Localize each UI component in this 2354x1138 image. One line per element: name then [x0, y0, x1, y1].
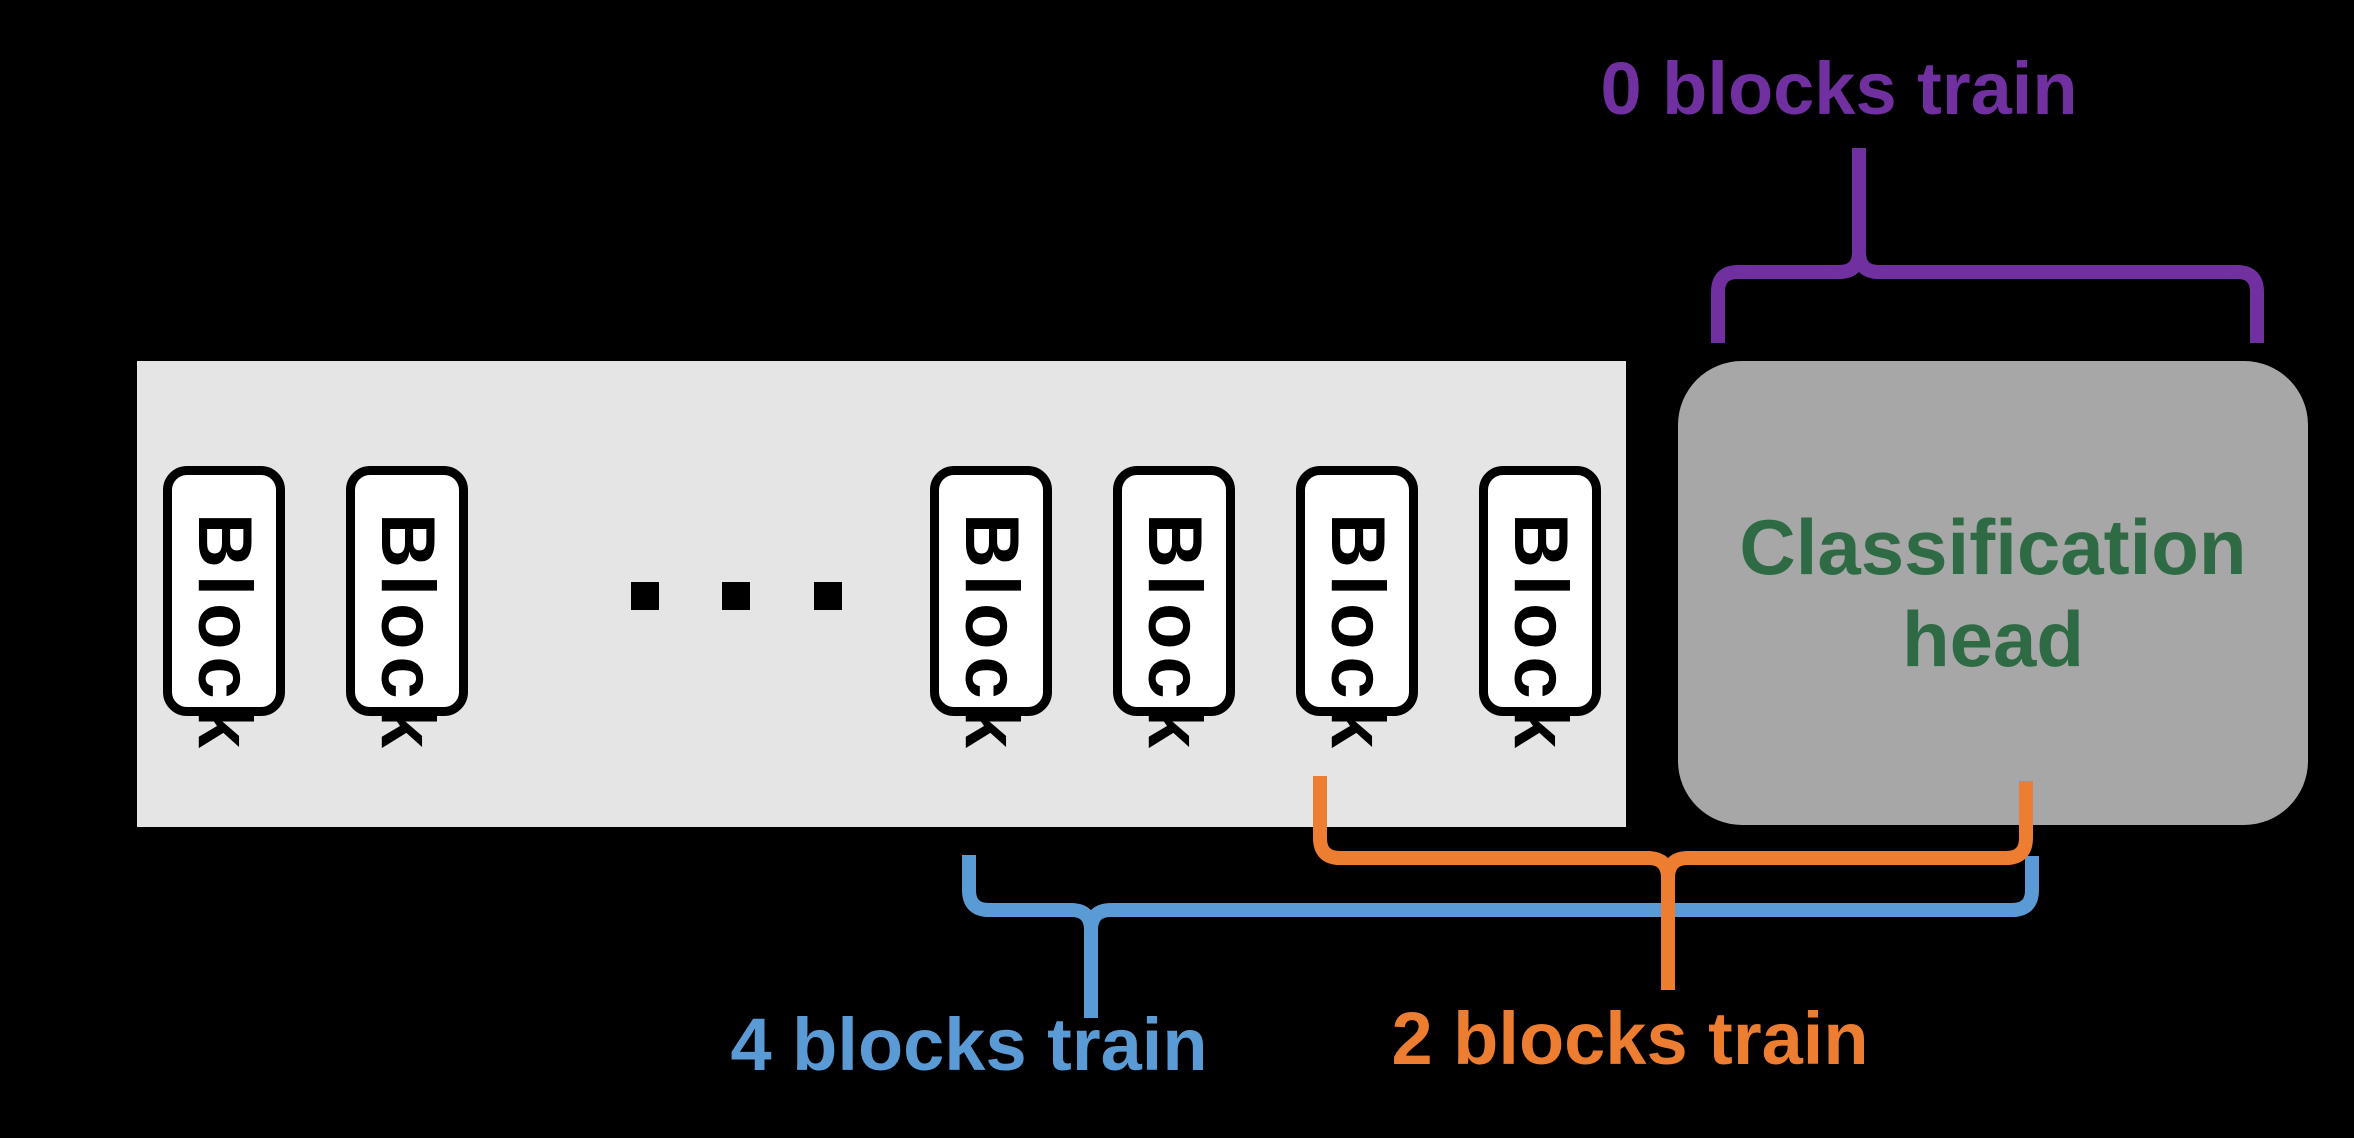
four-blocks-label: 4 blocks train	[730, 1003, 1208, 1086]
ellipsis-dot	[814, 582, 842, 610]
classification-head-label: Classification head	[1739, 501, 2246, 685]
zero-blocks-label: 0 blocks train	[1600, 47, 2078, 130]
four-blocks-brace	[962, 855, 2039, 1018]
block-label: Block	[1498, 513, 1583, 755]
classification-head: Classification head	[1678, 361, 2308, 825]
transformer-block-2: Block	[346, 466, 468, 755]
block-label: Block	[1315, 513, 1400, 755]
two-blocks-brace	[1313, 776, 2033, 990]
block-label: Block	[365, 513, 450, 755]
block-label: Block	[949, 513, 1034, 755]
transformer-block-6: Block	[1479, 466, 1601, 755]
ellipsis-dot	[722, 582, 750, 610]
transformer-block-3: Block	[930, 466, 1052, 755]
zero-blocks-brace	[1711, 148, 2264, 343]
classification-head-label-line2: head	[1901, 595, 2085, 683]
transformer-block-5: Block	[1296, 466, 1418, 755]
classification-head-label-line1: Classification	[1739, 502, 2247, 591]
ellipsis-dot	[631, 582, 659, 610]
transformer-block-4: Block	[1113, 466, 1235, 755]
transformer-block-1: Block	[163, 466, 285, 755]
block-label: Block	[1132, 513, 1217, 755]
two-blocks-label: 2 blocks train	[1391, 997, 1869, 1080]
block-label: Block	[182, 513, 267, 755]
